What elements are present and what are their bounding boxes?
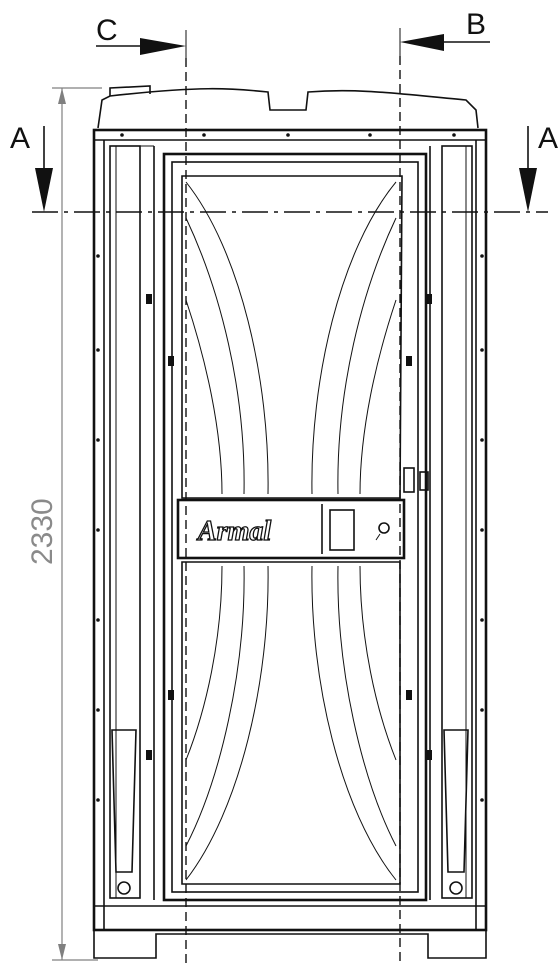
- left-bolt: [117, 881, 131, 895]
- base-skid: [93, 930, 487, 959]
- door-right-marker-1: [406, 356, 412, 366]
- upper-left-arc-3: [185, 299, 223, 495]
- rivet: [480, 798, 484, 802]
- roof: [94, 85, 486, 141]
- height-dimension: 2330: [26, 87, 102, 961]
- rivet: [480, 348, 484, 352]
- rivet: [120, 133, 124, 137]
- rivet: [96, 618, 100, 622]
- height-dimension-value: 2330: [26, 498, 59, 565]
- door-left-marker-1: [168, 356, 174, 366]
- dimension-arrow-top: [58, 88, 66, 104]
- rivet: [480, 708, 484, 712]
- rivet: [96, 528, 100, 532]
- section-b-arrow: [400, 34, 444, 51]
- rivet: [480, 254, 484, 258]
- keyhole: [378, 522, 390, 534]
- section-label-b: B: [466, 8, 486, 41]
- lower-left-arc-1: [185, 565, 269, 881]
- roof-outline: [97, 87, 479, 129]
- upper-left-arc-1: [185, 181, 269, 495]
- lower-right-arc-3: [359, 565, 397, 761]
- upper-right-arc-3: [359, 299, 397, 495]
- rivet: [480, 528, 484, 532]
- lower-panel: [181, 561, 401, 885]
- section-a-right-arrow: [519, 168, 537, 212]
- rivet: [286, 133, 290, 137]
- hinge-upper: [403, 467, 415, 493]
- section-marker-c: C: [96, 14, 187, 62]
- section-a-left-arrow: [35, 168, 53, 212]
- brand-logo: Armal: [196, 516, 271, 547]
- rivet: [96, 254, 100, 258]
- door: Armal: [162, 152, 429, 902]
- door-leaf: [171, 161, 419, 893]
- lower-right-arc-2: [337, 565, 397, 847]
- section-marker-a-left: A: [10, 122, 53, 212]
- left-vent-slot: [111, 729, 137, 873]
- key-slot: [375, 533, 381, 541]
- right-bolt: [449, 881, 463, 895]
- right-marker-1: [426, 294, 432, 304]
- lock-plate: [329, 509, 355, 551]
- rivet: [480, 438, 484, 442]
- upper-right-arc-2: [337, 217, 397, 495]
- wall-rivets: [96, 133, 484, 802]
- roof-vent: [109, 85, 151, 96]
- section-label-a-right: A: [538, 122, 558, 155]
- door-frame: [162, 152, 428, 902]
- left-marker-2: [146, 750, 152, 760]
- upper-right-arc-1: [311, 181, 397, 495]
- door-right-marker-2: [406, 690, 412, 700]
- lower-left-arc-3: [185, 565, 223, 761]
- rivet: [96, 708, 100, 712]
- cabin-outline: [92, 128, 488, 932]
- lower-right-arc-1: [311, 565, 397, 881]
- rivet: [452, 133, 456, 137]
- lower-left-arc-2: [185, 565, 245, 847]
- door-middle-band: [176, 498, 406, 560]
- cabin-body: [92, 128, 488, 959]
- upper-panel: [181, 175, 403, 499]
- section-label-c: C: [96, 14, 118, 47]
- rivet: [96, 438, 100, 442]
- right-column: [441, 145, 473, 899]
- section-label-a-left: A: [10, 122, 30, 155]
- hinge-lower: [419, 471, 429, 491]
- rivet: [480, 618, 484, 622]
- upper-left-arc-2: [185, 217, 245, 495]
- door-left-marker-2: [168, 690, 174, 700]
- rivet: [96, 348, 100, 352]
- section-marker-a-right: A: [519, 122, 558, 212]
- section-marker-b: B: [399, 8, 490, 58]
- right-vent-slot: [443, 729, 469, 873]
- section-c-arrow: [140, 38, 186, 55]
- left-marker-1: [146, 294, 152, 304]
- right-marker-2: [426, 750, 432, 760]
- rivet: [368, 133, 372, 137]
- dimension-arrow-bottom: [58, 944, 66, 960]
- left-column: [109, 145, 141, 899]
- rivet: [96, 798, 100, 802]
- rivet: [202, 133, 206, 137]
